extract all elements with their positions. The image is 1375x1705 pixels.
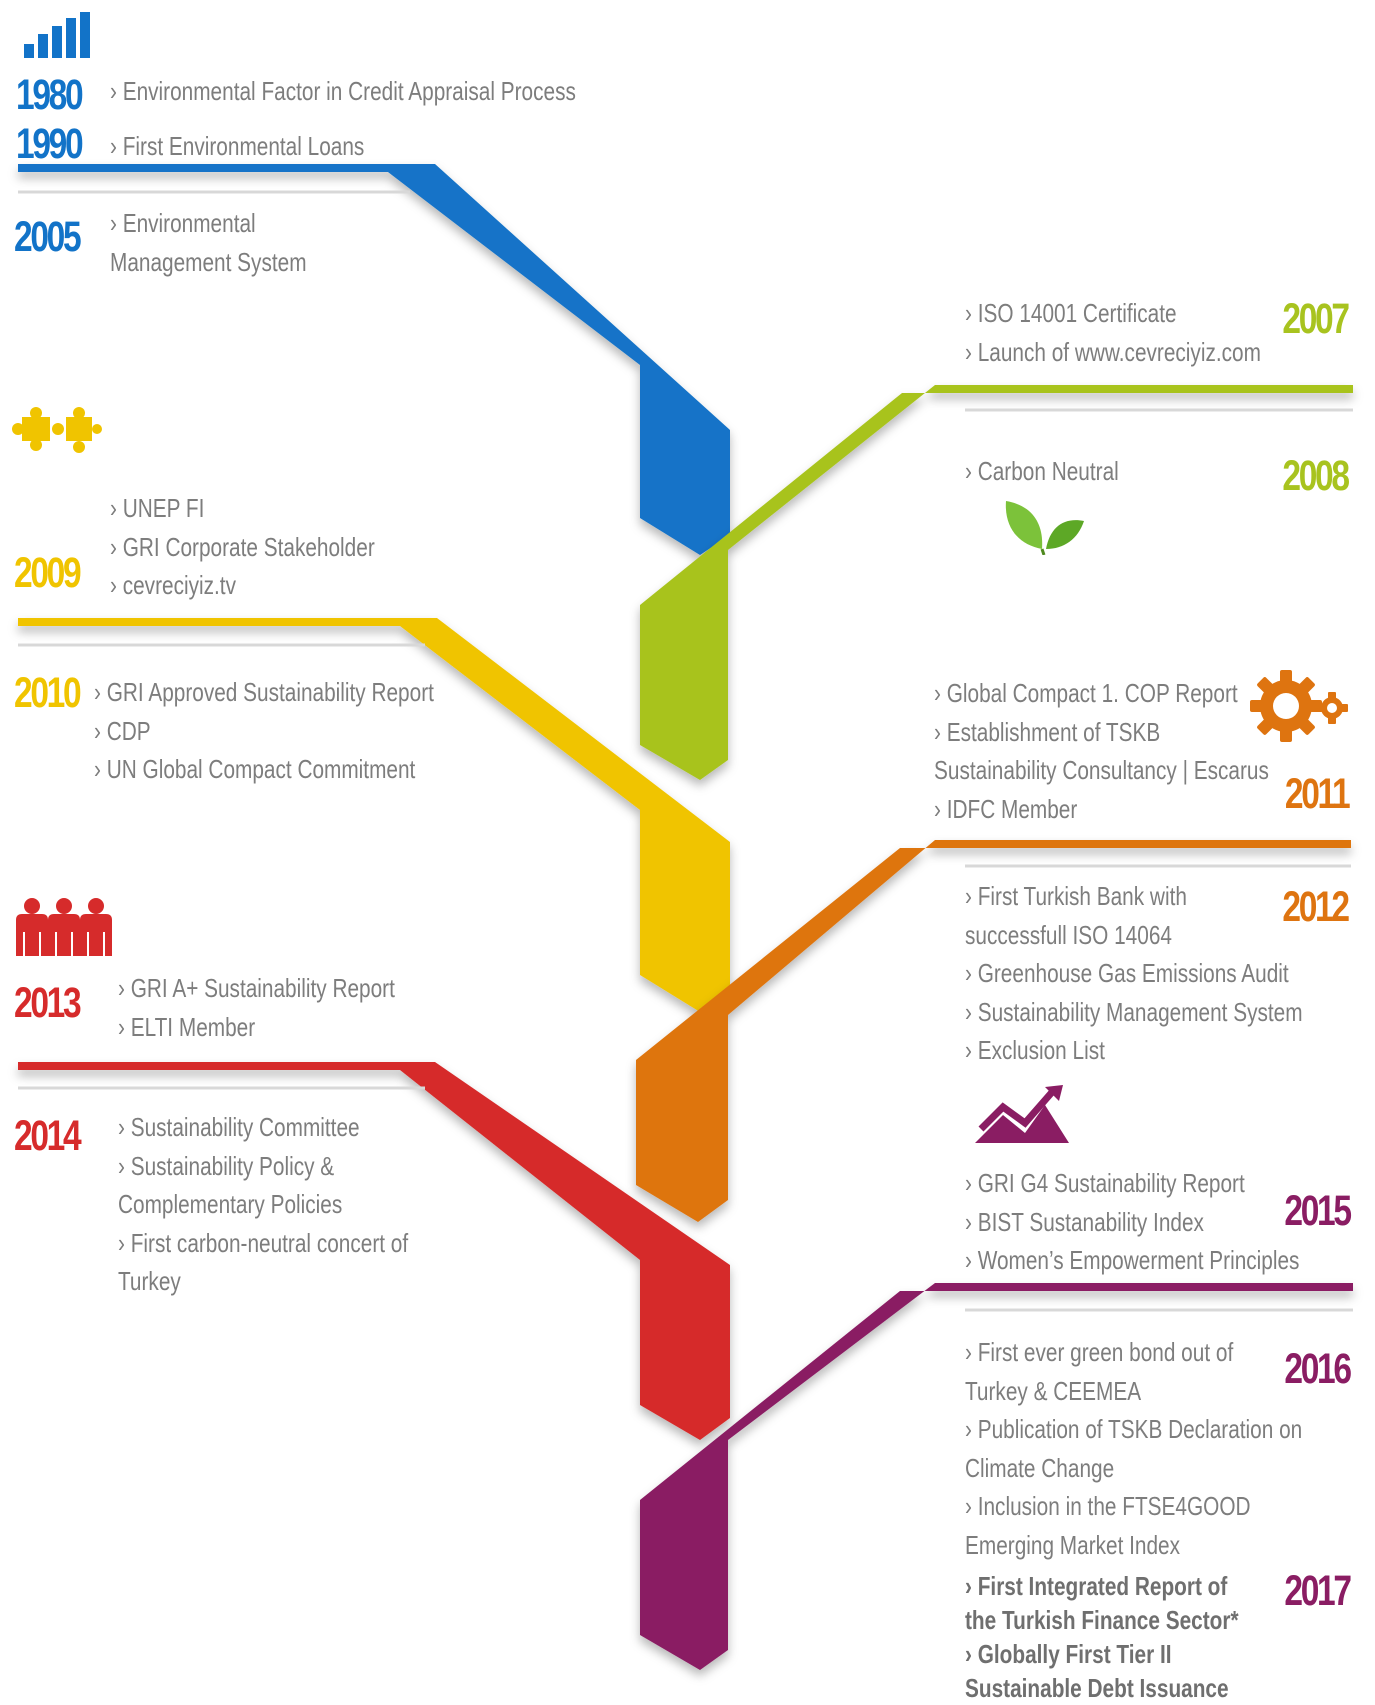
event-line: › Launch of www.cevreciyiz.com	[965, 336, 1261, 367]
event-line: › First Integrated Report of	[965, 1571, 1228, 1601]
event-line: Turkey & CEEMEA	[965, 1375, 1142, 1406]
ribbon-red	[18, 1062, 730, 1440]
event-line: › Environmental Factor in Credit Apprais…	[110, 76, 576, 106]
event-line: Turkey	[118, 1266, 181, 1296]
events-2010: › GRI Approved Sustainability Report › C…	[94, 673, 434, 789]
trend-up-icon	[975, 1085, 1069, 1143]
year-2010: 2010	[14, 669, 82, 717]
event-line: › Global Compact 1. COP Report	[934, 678, 1238, 708]
event-line: Management System	[110, 246, 307, 277]
ribbon-orange	[636, 840, 1351, 1222]
event-line: Complementary Policies	[118, 1189, 343, 1219]
year-2008: 2008	[1282, 452, 1351, 500]
events-2012: › First Turkish Bank with successfull IS…	[965, 877, 1303, 1070]
event-line: › Publication of TSKB Declaration on	[965, 1414, 1303, 1444]
event-line: › Carbon Neutral	[965, 456, 1119, 486]
people-icon	[16, 898, 112, 956]
event-line: › Sustainability Management System	[965, 996, 1303, 1027]
events-2015: › GRI G4 Sustainability Report › BIST Su…	[965, 1164, 1299, 1280]
events-2016: › First ever green bond out of Turkey & …	[965, 1333, 1302, 1564]
event-line: › First carbon-neutral concert of	[118, 1227, 409, 1258]
ribbon-yellow	[18, 618, 730, 1012]
event-line: Emerging Market Index	[965, 1529, 1181, 1560]
event-line: › Establishment of TSKB	[934, 716, 1161, 747]
event-line: Sustainable Debt Issuance	[965, 1673, 1229, 1703]
event-line: › Environmental	[110, 208, 256, 238]
event-line: › Globally First Tier II	[965, 1639, 1172, 1669]
event-line: › Sustainability Policy &	[118, 1150, 335, 1181]
event-line: › Inclusion in the FTSE4GOOD	[965, 1491, 1251, 1521]
event-line: › Sustainability Committee	[118, 1112, 360, 1142]
event-line: › UNEP FI	[110, 493, 205, 523]
event-line: › Exclusion List	[965, 1035, 1105, 1065]
year-2017: 2017	[1284, 1567, 1353, 1615]
event-line: › First ever green bond out of	[965, 1337, 1234, 1367]
event-line: › GRI Approved Sustainability Report	[94, 677, 434, 707]
events-2017: › First Integrated Report of the Turkish…	[965, 1569, 1239, 1705]
ribbon-green	[640, 385, 1353, 780]
events-2007: › ISO 14001 Certificate › Launch of www.…	[965, 294, 1261, 371]
event-line: successfull ISO 14064	[965, 919, 1172, 950]
year-2015: 2015	[1284, 1187, 1353, 1235]
year-1990: 1990	[16, 120, 84, 168]
events-2009: › UNEP FI › GRI Corporate Stakeholder › …	[110, 489, 375, 605]
year-1980: 1980	[16, 71, 84, 119]
year-2007: 2007	[1282, 295, 1351, 343]
events-1980: › Environmental Factor in Credit Apprais…	[110, 72, 576, 111]
events-2013: › GRI A+ Sustainability Report › ELTI Me…	[118, 969, 395, 1046]
event-line: › GRI Corporate Stakeholder	[110, 531, 375, 562]
event-line: Climate Change	[965, 1452, 1115, 1483]
year-2016: 2016	[1284, 1345, 1353, 1393]
year-2013: 2013	[14, 979, 82, 1027]
event-line: › GRI G4 Sustainability Report	[965, 1168, 1245, 1198]
event-line: › CDP	[94, 715, 151, 746]
bar-chart-icon	[24, 12, 90, 58]
puzzle-pieces-icon	[12, 407, 102, 453]
events-1990: › First Environmental Loans	[110, 127, 364, 166]
gears-icon	[1250, 670, 1348, 742]
events-2005: › Environmental Management System	[110, 204, 307, 281]
event-line: › Greenhouse Gas Emissions Audit	[965, 958, 1289, 988]
event-line: the Turkish Finance Sector*	[965, 1605, 1239, 1635]
event-line: › First Turkish Bank with	[965, 881, 1187, 911]
event-line: › Women’s Empowerment Principles	[965, 1245, 1300, 1275]
event-line: › IDFC Member	[934, 793, 1078, 824]
year-2014: 2014	[14, 1112, 82, 1160]
event-line: › BIST Sustanability Index	[965, 1206, 1204, 1237]
events-2011: › Global Compact 1. COP Report › Establi…	[934, 674, 1269, 828]
event-line: › UN Global Compact Commitment	[94, 754, 416, 784]
event-line: › GRI A+ Sustainability Report	[118, 973, 395, 1003]
ribbon-purple	[640, 1283, 1353, 1670]
event-line: Sustainability Consultancy | Escarus	[934, 755, 1269, 785]
events-2014: › Sustainability Committee › Sustainabil…	[118, 1108, 408, 1301]
year-2005: 2005	[14, 213, 82, 261]
event-line: › ELTI Member	[118, 1011, 256, 1042]
event-line: › ISO 14001 Certificate	[965, 298, 1177, 328]
event-line: › cevreciyiz.tv	[110, 570, 236, 600]
year-2012: 2012	[1282, 883, 1351, 931]
events-2008: › Carbon Neutral	[965, 452, 1119, 491]
event-line: › First Environmental Loans	[110, 131, 365, 161]
year-2011: 2011	[1284, 770, 1351, 818]
year-2009: 2009	[14, 549, 82, 597]
leaf-icon	[1005, 501, 1084, 555]
ribbon-blue	[18, 164, 730, 555]
